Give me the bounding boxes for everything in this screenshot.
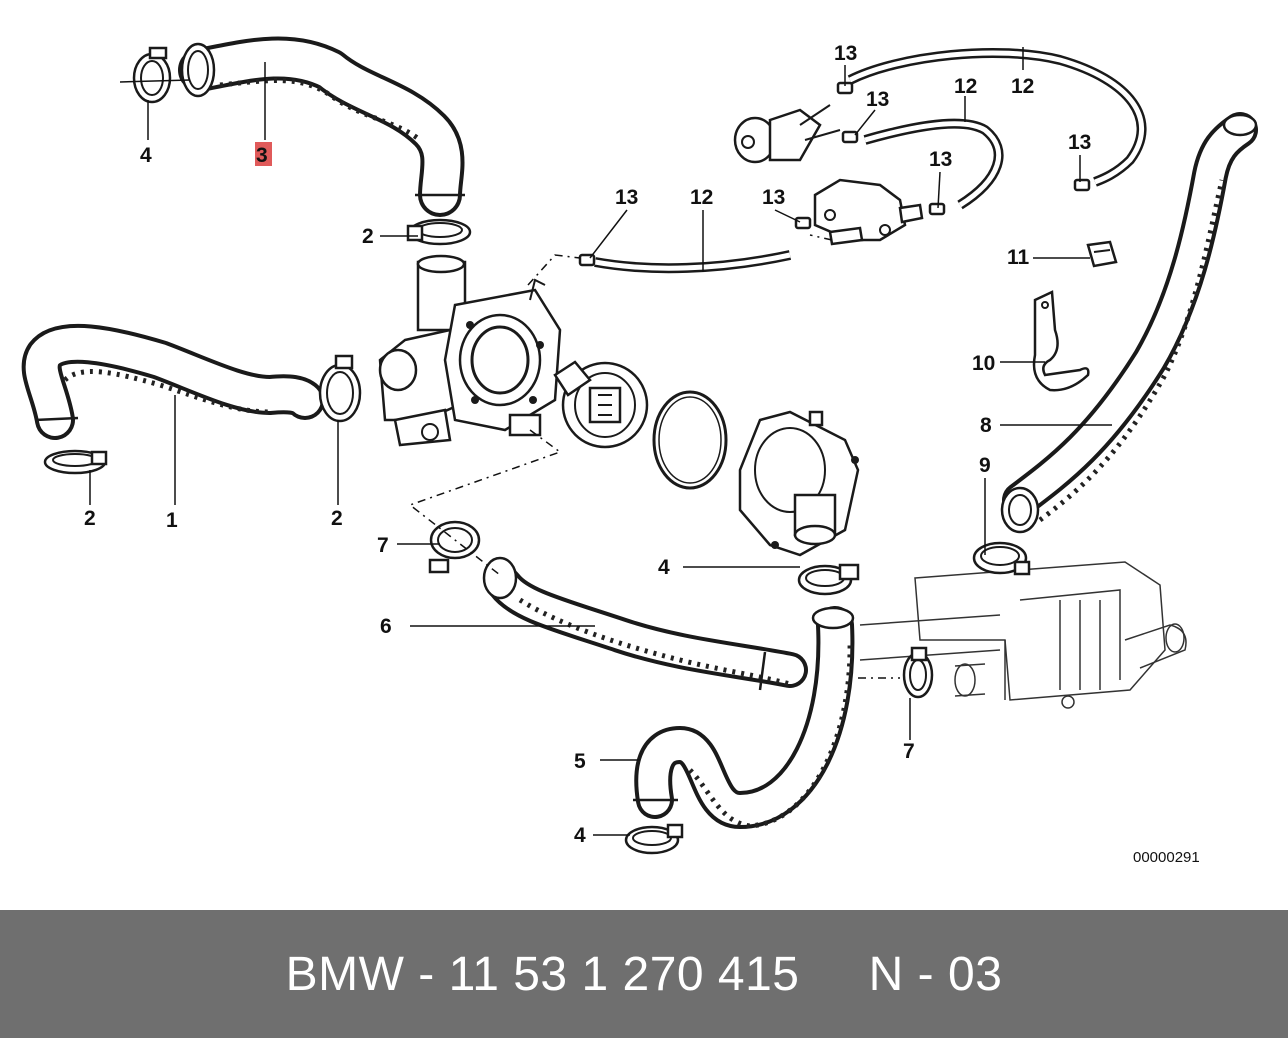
- callout-7-right: 7: [903, 740, 915, 763]
- callout-9: 9: [979, 454, 991, 477]
- clamp-7-right: [902, 646, 934, 699]
- callout-13-f: 13: [615, 186, 638, 209]
- callout-2-top: 2: [362, 225, 374, 248]
- callout-3-highlight: [255, 142, 272, 166]
- hose-part-8: [1000, 112, 1258, 534]
- callout-13-e: 13: [762, 186, 785, 209]
- callout-11: 11: [1007, 246, 1030, 269]
- hose-part-3: [178, 36, 465, 217]
- callout-7-left: 7: [377, 534, 389, 557]
- leader-lines: [89, 47, 1112, 836]
- thermostat-cover: [738, 410, 860, 557]
- thermostat: [553, 360, 649, 449]
- callout-4-middle: 4: [658, 556, 670, 579]
- hose-clip-13-e: [794, 216, 812, 230]
- clamp-2-middle: [318, 354, 362, 423]
- part-number-text: BMW - 11 53 1 270 415 N - 03: [285, 947, 1003, 1001]
- part-number-banner: BMW - 11 53 1 270 415 N - 03: [0, 910, 1288, 1038]
- thermostat-housing: [378, 254, 562, 447]
- callout-12-low: 12: [690, 186, 713, 209]
- assembly-guide-lines: [408, 234, 900, 679]
- vacuum-capsule-top: [733, 104, 841, 164]
- clamp-4-top: [132, 46, 172, 104]
- gasket-ring: [652, 390, 728, 490]
- diagram-reference-number: 00000291: [1133, 849, 1200, 866]
- callout-13-c: 13: [929, 148, 952, 171]
- callout-2-left: 2: [84, 507, 96, 530]
- callout-8: 8: [980, 414, 992, 437]
- callout-2-middle: 2: [331, 507, 343, 530]
- clamp-2-top: [406, 218, 472, 246]
- callout-1: 1: [166, 509, 178, 532]
- callout-labels: 1 2 2 2 3 4 4 4 5 6 7 7 8 9 10 11 12 12 …: [84, 42, 1200, 866]
- hose-clip-13-b: [841, 130, 859, 144]
- callout-4-top: 4: [140, 144, 152, 167]
- callout-13-a: 13: [834, 42, 857, 65]
- callout-12-top: 12: [1011, 75, 1034, 98]
- hose-part-6: [482, 556, 808, 691]
- callout-4-bottom: 4: [574, 824, 586, 847]
- callout-6: 6: [380, 615, 392, 638]
- hose-clip-13-c: [928, 202, 946, 216]
- clamp-7-left: [428, 520, 481, 574]
- engine-housing: [859, 561, 1187, 709]
- clamp-4-bottom: [624, 823, 684, 855]
- vacuum-line-12-short: [594, 250, 792, 274]
- bracket-10: [1032, 290, 1090, 392]
- callout-13-b: 13: [866, 88, 889, 111]
- vacuum-valve: [813, 178, 924, 246]
- callout-10: 10: [972, 352, 995, 375]
- parts-diagram: 1 2 2 2 3 4 4 4 5 6 7 7 8 9 10 11 12 12 …: [21, 36, 1258, 866]
- clamp-2-left: [43, 449, 108, 475]
- vacuum-line-12-mid: [863, 118, 1004, 210]
- clamp-9: [972, 541, 1031, 576]
- clamp-4-middle: [797, 563, 860, 596]
- callout-5: 5: [574, 750, 586, 773]
- hose-clip-13-d: [1073, 178, 1091, 192]
- callout-3: 3: [256, 144, 268, 167]
- hose-part-1: [21, 323, 325, 440]
- hose-part-5: [633, 606, 855, 829]
- callout-12-mid: 12: [954, 75, 977, 98]
- vacuum-line-12-long: [847, 47, 1147, 187]
- clip-11: [1086, 240, 1118, 268]
- callout-13-d: 13: [1068, 131, 1091, 154]
